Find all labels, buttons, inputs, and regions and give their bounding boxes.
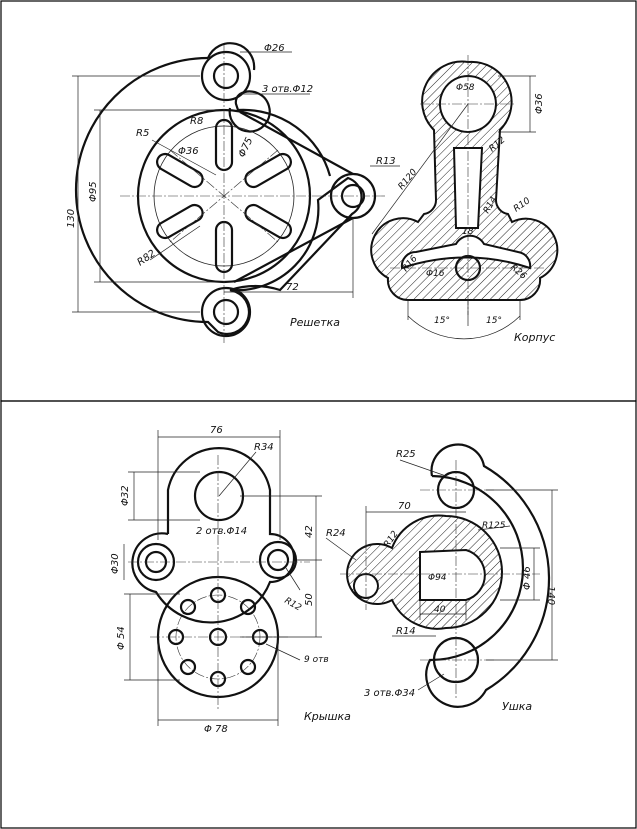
dim-len72: 72 [286,282,299,293]
korpus-d58: Φ58 [456,83,475,93]
kryshka-d78: Φ 78 [204,724,228,735]
kryshka-r34: R34 [254,442,274,453]
kryshka-d54: Φ 54 [116,626,127,650]
slot [244,203,292,240]
bottom-panel-frame [0,400,637,829]
ushka-w70: 70 [398,501,411,512]
kryshka-d32: Φ32 [120,485,131,506]
ushka-d46: Φ 46 [522,566,533,590]
dim-r5: R5 [136,128,149,139]
dim-r82: R82 [135,248,157,268]
ushka-holes: 3 отв.Φ34 [364,688,415,699]
dim-r8: R8 [190,116,203,127]
dim-d26: Φ26 [264,43,285,54]
kryshka-holes: 2 отв.Φ14 [196,526,247,537]
korpus-a15-right: 15° [486,316,502,326]
ushka-h140: 140 [545,586,556,605]
reshetka-title: Решетка [290,316,340,329]
reshetka-bottom-boss [200,286,252,338]
korpus-r10: R10 [512,196,532,215]
ushka-title: Ушка [502,700,532,713]
korpus-d36: Φ36 [534,93,545,114]
reshetka-drawing: Φ26 3 отв.Φ12 R5 R8 Φ36 Φ75 Φ95 130 R82 … [66,42,400,345]
reshetka-top-boss [200,50,252,102]
korpus-section [370,60,559,302]
ushka-r25: R25 [396,449,416,460]
ushka-section [346,514,503,630]
dim-holes: 3 отв.Φ12 [262,84,313,95]
ushka-outer-contour [425,443,551,708]
reshetka-top-lug [206,42,256,71]
slot [156,203,204,240]
kryshka-outer-contour [131,447,296,624]
dim-r13: R13 [376,156,396,167]
kryshka-right-hole [266,548,290,572]
korpus-title: Корпус [514,331,555,344]
reshetka-slots [156,118,292,274]
korpus-w18: 18 [462,227,474,237]
ushka-w40: 40 [434,605,446,615]
kryshka-holes9: 9 отв [304,655,329,665]
kryshka-h42: 42 [304,525,315,538]
ushka-r125: R125 [482,521,506,531]
kryshka-title: Крышка [304,710,351,723]
kryshka-h50: 50 [304,593,315,606]
reshetka-tangent-lines [233,111,354,283]
ushka-d94: Φ94 [428,573,447,583]
ushka-r14: R14 [396,626,416,637]
reshetka-bottom-hole [212,298,240,326]
kryshka-w76: 76 [210,425,223,436]
ushka-drawing: R25 70 R125 R24 R12 Φ94 Φ 46 40 140 R14 … [325,443,558,713]
dim-d130: 130 [66,209,77,228]
korpus-a15-left: 15° [434,316,450,326]
slot [244,152,292,189]
kryshka-drawing: 76 R34 Φ32 2 отв.Φ14 42 Φ30 R12 50 Φ 54 … [110,425,351,735]
dim-d36: Φ36 [178,146,199,157]
kryshka-d30: Φ30 [110,553,121,574]
dim-d75: Φ75 [237,136,256,159]
kryshka-r12: R12 [283,596,304,614]
slot [156,152,204,189]
korpus-d16: Φ16 [426,269,445,279]
kryshka-right-boss [258,540,298,580]
ushka-r24: R24 [326,528,346,539]
korpus-r120: R120 [397,167,420,192]
reshetka-top-hole [212,62,240,90]
dim-d95: Φ95 [88,181,99,202]
korpus-drawing: Φ58 Φ36 R12 R120 R14 R10 18 R16 Φ16 R26 … [370,55,559,344]
